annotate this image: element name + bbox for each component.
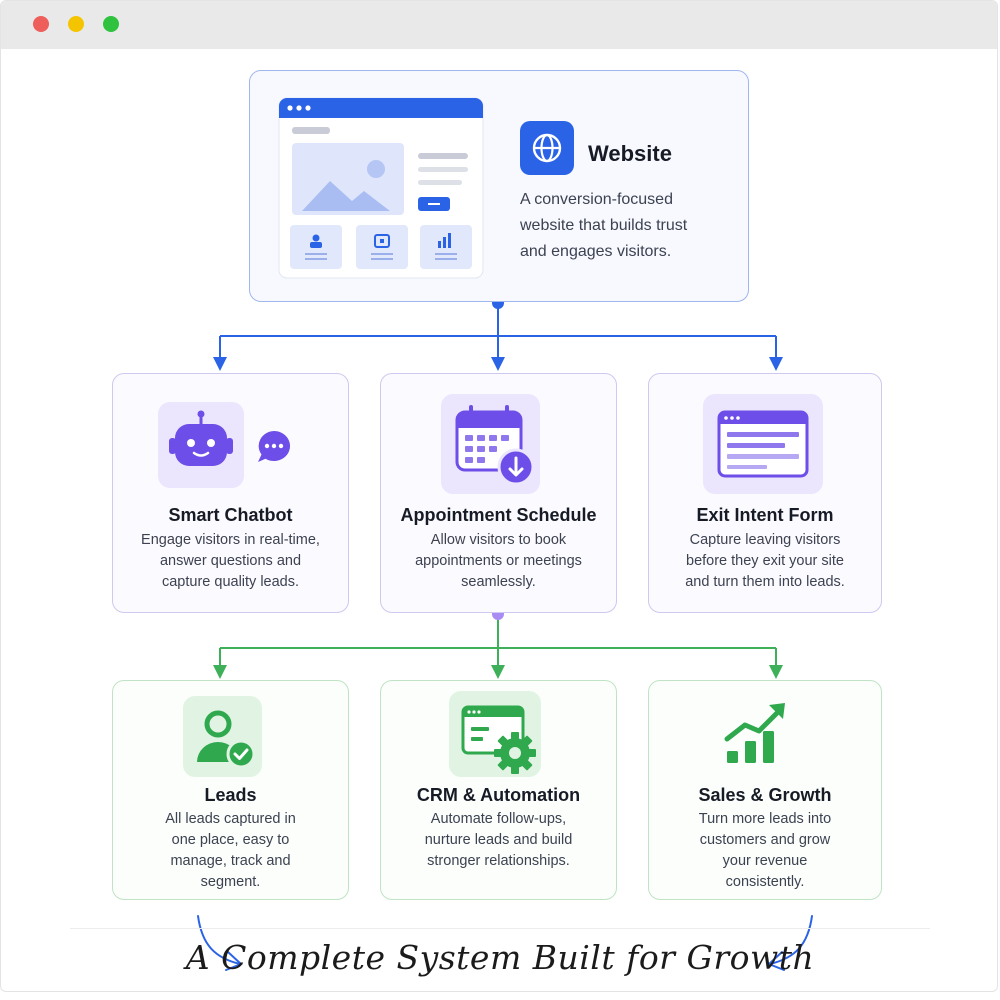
crm-automation-card: CRM & Automation Automate follow-ups, nu… <box>380 680 617 900</box>
sales-growth-card: Sales & Growth Turn more leads into cust… <box>648 680 882 900</box>
website-description-line: website that builds trust <box>520 217 688 234</box>
close-window-button[interactable] <box>33 16 49 32</box>
description-line: nurture leads and build <box>424 832 573 848</box>
description-line: stronger relationships. <box>427 853 570 869</box>
smart-chatbot-description: Engage visitors in real-time, answer que… <box>125 530 336 593</box>
sales-growth-title: Sales & Growth <box>698 785 832 805</box>
minimize-window-button[interactable] <box>68 16 84 32</box>
description-line: one place, easy to <box>171 832 290 848</box>
exit-intent-form-description: Capture leaving visitors before they exi… <box>661 530 869 593</box>
description-line: segment. <box>200 874 261 890</box>
description-line: Allow visitors to book <box>430 532 567 548</box>
description-line: and turn them into leads. <box>685 574 845 590</box>
website-title: Website <box>588 141 672 166</box>
website-mockup-icon <box>278 97 484 279</box>
calendar-icon <box>441 394 540 494</box>
description-line: Engage visitors in real-time, <box>141 532 320 548</box>
growth-chart-icon <box>721 697 791 767</box>
exit-intent-form-title: Exit Intent Form <box>696 505 834 525</box>
form-window-icon <box>703 394 823 494</box>
crm-automation-description: Automate follow-ups, nurture leads and b… <box>393 809 604 872</box>
description-line: answer questions and <box>159 553 302 569</box>
chat-bubble-icon <box>254 427 294 467</box>
website-description: A conversion-focused website that builds… <box>520 187 687 265</box>
title-bar <box>1 1 997 49</box>
user-check-icon <box>183 696 262 777</box>
smart-chatbot-card: Smart Chatbot Engage visitors in real-ti… <box>112 373 349 613</box>
smart-chatbot-title: Smart Chatbot <box>168 505 293 525</box>
description-line: appointments or meetings <box>415 553 582 569</box>
website-card: Website A conversion-focused website tha… <box>249 70 749 302</box>
globe-icon <box>520 121 574 175</box>
description-line: before they exit your site <box>686 553 844 569</box>
leads-description: All leads captured in one place, easy to… <box>125 809 336 893</box>
tagline: A Complete System Built for Growth <box>185 938 815 977</box>
description-line: Capture leaving visitors <box>689 532 841 548</box>
description-line: customers and grow <box>699 832 831 848</box>
exit-intent-form-card: Exit Intent Form Capture leaving visitor… <box>648 373 882 613</box>
maximize-window-button[interactable] <box>103 16 119 32</box>
crm-automation-title: CRM & Automation <box>416 785 581 805</box>
description-line: consistently. <box>725 874 805 890</box>
description-line: seamlessly. <box>461 574 536 590</box>
description-line: All leads captured in <box>165 811 296 827</box>
description-line: Turn more leads into <box>698 811 832 827</box>
description-line: capture quality leads. <box>161 574 300 590</box>
sales-growth-description: Turn more leads into customers and grow … <box>661 809 869 893</box>
leads-title: Leads <box>204 785 257 805</box>
appointment-schedule-description: Allow visitors to book appointments or m… <box>393 530 604 593</box>
appointment-schedule-title: Appointment Schedule <box>400 505 597 525</box>
appointment-schedule-card: Appointment Schedule Allow visitors to b… <box>380 373 617 613</box>
robot-icon <box>158 402 244 488</box>
description-line: Automate follow-ups, <box>430 811 567 827</box>
leads-card: Leads All leads captured in one place, e… <box>112 680 349 900</box>
divider <box>70 928 930 929</box>
description-line: manage, track and <box>170 853 291 869</box>
description-line: your revenue <box>722 853 808 869</box>
crm-gear-icon <box>449 691 541 777</box>
website-description-line: A conversion-focused <box>520 191 673 208</box>
website-description-line: and engages visitors. <box>520 243 672 260</box>
